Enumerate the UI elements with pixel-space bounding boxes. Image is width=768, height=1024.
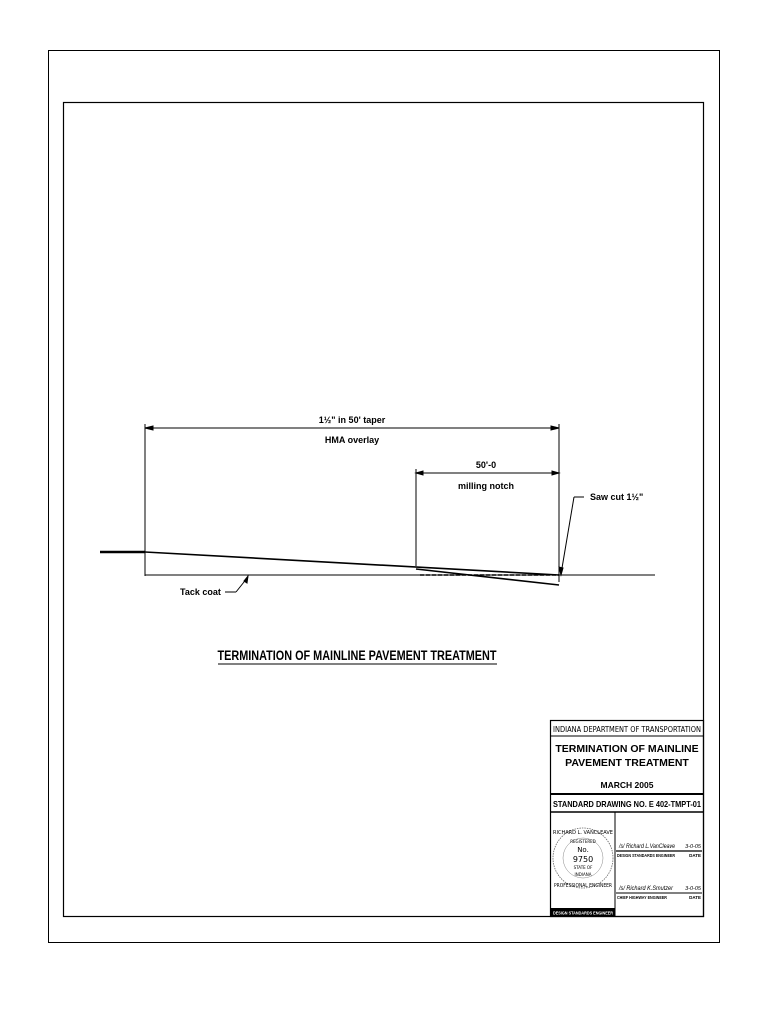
inner-border bbox=[62, 101, 705, 918]
drawing-title: TERMINATION OF MAINLINE PAVEMENT TREATME… bbox=[218, 648, 498, 663]
saw-cut-leader bbox=[558, 496, 584, 577]
seal-number-label: No. bbox=[577, 846, 589, 854]
overlay-dimension bbox=[144, 424, 560, 582]
engineer-seal: RICHARD L. VANCLEAVE REGISTERED No. 9750… bbox=[552, 827, 614, 889]
seal-registered: REGISTERED bbox=[570, 839, 595, 844]
seal-state-of: STATE OF bbox=[574, 865, 593, 870]
signature-2-title: CHIEF HIGHWAY ENGINEER bbox=[617, 895, 668, 900]
signature-1: /s/ Richard L.VanCleave bbox=[618, 844, 675, 850]
saw-cut-label: Saw cut 1½" bbox=[590, 492, 643, 502]
outer-border bbox=[48, 50, 720, 943]
signature-1-title: DESIGN STANDARDS ENGINEER bbox=[617, 853, 676, 858]
overlay-dimension-text: 1½" in 50' taper bbox=[319, 415, 386, 425]
seal-caption: DESIGN STANDARDS ENGINEER bbox=[553, 911, 613, 917]
signature-2-date-label: DATE bbox=[689, 895, 701, 900]
seal-number: 9750 bbox=[573, 855, 593, 864]
standard-drawing-number: STANDARD DRAWING NO. E 402-TMPT-01 bbox=[553, 799, 701, 809]
title-block-title-line1: TERMINATION OF MAINLINE bbox=[555, 743, 698, 755]
title-block-title-line2: PAVEMENT TREATMENT bbox=[565, 757, 689, 769]
notch-dimension bbox=[414, 469, 561, 566]
notch-dimension-text: 50'-0 bbox=[476, 460, 496, 470]
signature-1-date-label: DATE bbox=[689, 853, 701, 858]
agency-name: INDIANA DEPARTMENT OF TRANSPORTATION bbox=[553, 725, 701, 734]
title-block bbox=[549, 719, 705, 918]
seal-state: INDIANA bbox=[575, 872, 592, 877]
signature-1-date: 3-0-05 bbox=[685, 844, 702, 850]
title-block-date: MARCH 2005 bbox=[601, 780, 654, 790]
seal-name: RICHARD L. VANCLEAVE bbox=[553, 830, 613, 836]
notch-label: milling notch bbox=[458, 481, 514, 491]
tack-coat-label: Tack coat bbox=[180, 587, 221, 597]
tack-coat-leader bbox=[225, 574, 249, 593]
seal-profession: PROFESSIONAL ENGINEER bbox=[554, 883, 612, 889]
signature-2: /s/ Richard K.Smutzer bbox=[618, 886, 674, 892]
signature-2-date: 3-0-05 bbox=[685, 886, 702, 892]
overlay-label: HMA overlay bbox=[325, 435, 379, 445]
pavement-profile bbox=[100, 550, 655, 586]
seal-caption-bar bbox=[551, 908, 615, 916]
